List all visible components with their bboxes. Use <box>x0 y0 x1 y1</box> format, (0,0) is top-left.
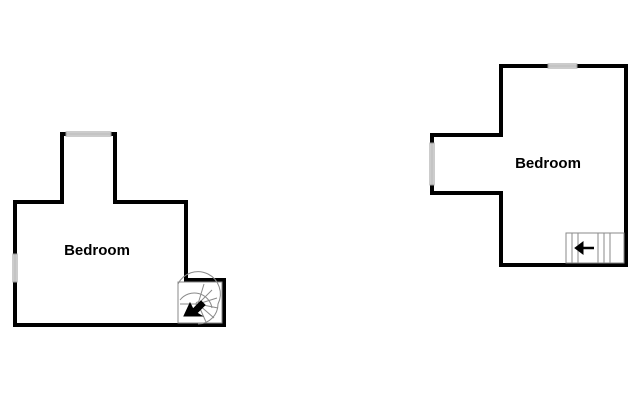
room-label-right: Bedroom <box>515 155 581 172</box>
straight-staircase <box>565 232 625 264</box>
stair-direction-arrow-icon <box>574 241 594 255</box>
room-outline-left <box>13 132 226 327</box>
window-left-top <box>65 131 112 137</box>
room-label-left: Bedroom <box>64 242 130 259</box>
room-outline-right <box>430 64 628 267</box>
window-right-top <box>547 63 578 69</box>
floor-plan-left: Bedroom <box>12 131 226 327</box>
floor-plan-right: Bedroom <box>429 63 628 267</box>
window-left-side <box>12 253 18 283</box>
stair-direction-arrow-icon <box>183 300 206 317</box>
window-right-side <box>429 142 435 186</box>
spiral-staircase <box>177 271 223 325</box>
